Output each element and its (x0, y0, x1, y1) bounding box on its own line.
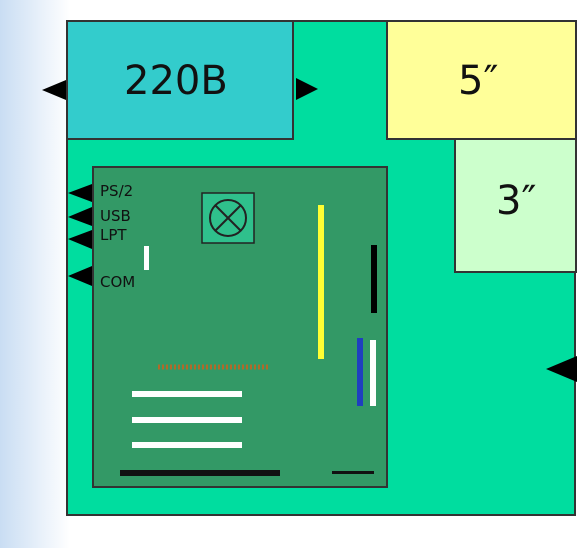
power-supply: 220В (66, 20, 294, 140)
expansion-slot-black (371, 245, 377, 313)
port-arrow-usb (68, 207, 92, 226)
cpu-fan-icon (201, 192, 255, 244)
ram-slot-2 (132, 417, 242, 423)
ram-slot-1 (132, 391, 242, 397)
drive-bay-3-inch: 3″ (454, 140, 577, 273)
port-label-lpt: LPT (100, 226, 127, 244)
floppy-connector (332, 471, 374, 474)
expansion-slot-yellow (318, 205, 324, 359)
psu-intake-arrow (42, 80, 66, 100)
drive-bay-5-inch: 5″ (386, 20, 577, 140)
expansion-slot-white (370, 340, 376, 406)
port-slot (144, 246, 149, 270)
expansion-slot-blue (357, 338, 363, 406)
port-arrow-com (68, 266, 92, 286)
port-label-com: COM (100, 273, 136, 291)
ide-connector (120, 470, 280, 476)
drive-bay-5-label: 5″ (458, 58, 499, 104)
power-supply-label: 220В (124, 58, 228, 104)
port-arrow-ps2 (68, 184, 92, 202)
port-label-ps2: PS/2 (100, 182, 134, 200)
port-arrow-lpt (68, 230, 92, 249)
case-exhaust-arrow (546, 356, 577, 382)
psu-exhaust-arrow (296, 78, 318, 100)
drive-bay-3-label: 3″ (496, 178, 537, 224)
port-label-usb: USB (100, 207, 131, 225)
ram-slot-3 (132, 442, 242, 448)
